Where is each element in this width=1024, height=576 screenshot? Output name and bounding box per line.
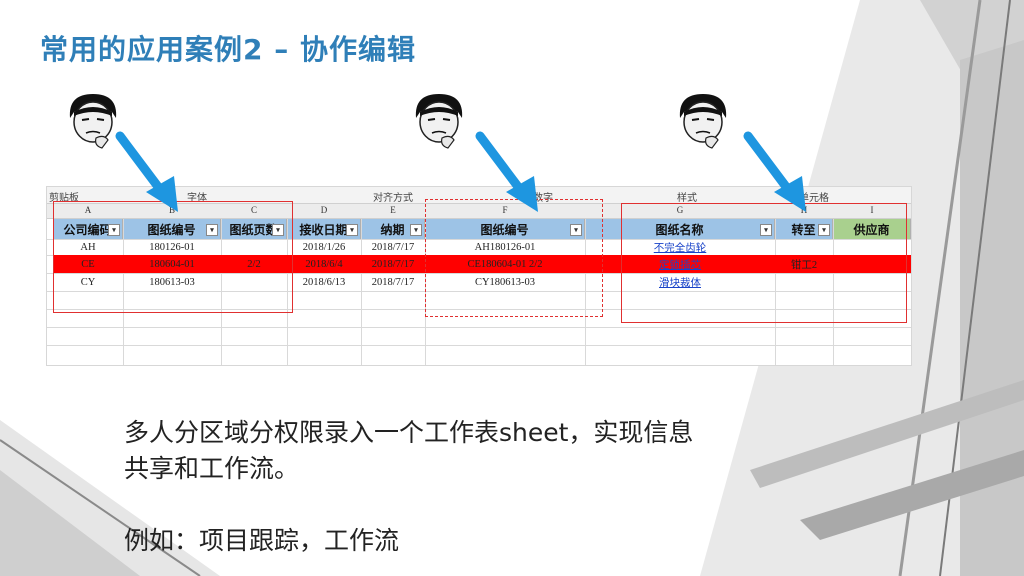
header-label: 公司编码 — [63, 222, 112, 237]
table-cell[interactable]: AH — [80, 241, 96, 253]
header-cell-company-code[interactable]: 公司编码▾ — [53, 219, 123, 239]
thinking-face-icon — [415, 94, 463, 149]
spreadsheet-screenshot: 剪贴板 字体 对齐方式 数字 样式 单元格 A B C D E F G H I … — [46, 186, 912, 366]
grid-line — [123, 219, 124, 365]
table-cell[interactable]: 2018/6/13 — [302, 276, 346, 288]
header-cell-drawing-no-2[interactable]: 图纸编号 ▾ — [425, 219, 585, 239]
grid-line — [361, 219, 362, 365]
description-line-1: 多人分区域分权限录入一个工作表sheet，实现信息 — [124, 418, 694, 447]
header-cell-transfer-to[interactable]: 转至▾ — [775, 219, 833, 239]
table-cell[interactable]: 钳工2 — [790, 259, 818, 271]
column-letter[interactable]: E — [390, 205, 396, 215]
arrow-down-right-icon — [475, 131, 538, 212]
header-label: 图纸编号 — [147, 222, 196, 237]
filter-dropdown-icon[interactable]: ▾ — [272, 224, 284, 236]
highlighted-row — [53, 255, 911, 273]
thinking-face-icon — [679, 94, 727, 149]
ribbon-cells: 单元格 — [799, 193, 829, 204]
description-line-2: 共享和工作流。 — [124, 454, 300, 483]
grid-line — [47, 291, 911, 292]
header-label: 接收日期 — [299, 222, 348, 237]
column-letter[interactable]: D — [320, 205, 328, 215]
grid-line — [47, 309, 911, 310]
permission-region-box — [621, 203, 907, 323]
grid-line — [585, 219, 586, 365]
arrow-down-right-icon — [115, 131, 178, 212]
column-letter[interactable]: F — [502, 205, 508, 215]
grid-line — [775, 219, 776, 365]
ribbon-font: 字体 — [187, 193, 207, 204]
table-cell[interactable]: 2018/6/4 — [305, 258, 343, 270]
filter-dropdown-icon[interactable]: ▾ — [818, 224, 830, 236]
ribbon-alignment: 对齐方式 — [373, 193, 413, 204]
ribbon-number: 数字 — [533, 193, 553, 204]
header-label: 图纸名称 — [655, 222, 704, 237]
table-cell[interactable]: 180604-01 — [149, 258, 195, 270]
filter-dropdown-icon[interactable]: ▾ — [346, 224, 358, 236]
table-cell[interactable]: 2018/7/17 — [371, 276, 415, 288]
header-label: 转至 — [791, 222, 816, 237]
column-letter[interactable]: I — [870, 205, 874, 215]
table-cell[interactable]: 2018/7/17 — [371, 241, 415, 253]
header-label: 图纸编号 — [480, 222, 529, 237]
thinking-face-icon — [69, 94, 117, 149]
filter-dropdown-icon[interactable]: ▾ — [410, 224, 422, 236]
column-letter[interactable]: B — [168, 205, 175, 215]
grid-line — [287, 219, 288, 365]
column-letter[interactable]: G — [676, 205, 684, 215]
table-cell[interactable]: 180126-01 — [149, 241, 195, 253]
grid-line — [47, 239, 911, 240]
filter-dropdown-icon[interactable]: ▾ — [760, 224, 772, 236]
table-cell-link[interactable]: 滑块裁体 — [659, 277, 701, 289]
header-label: 图纸页数 — [229, 222, 278, 237]
grid-line — [47, 327, 911, 328]
table-cell[interactable]: CY180613-03 — [474, 276, 536, 288]
filter-dropdown-icon[interactable]: ▾ — [570, 224, 582, 236]
arrow-down-right-icon — [743, 131, 806, 212]
example-line: 例如：项目跟踪，工作流 — [124, 526, 400, 555]
table-cell-link[interactable]: 定锁插芯 — [659, 259, 701, 271]
table-cell[interactable]: 2018/1/26 — [302, 241, 346, 253]
table-cell[interactable]: 2018/7/17 — [371, 258, 415, 270]
table-cell[interactable]: CE — [81, 258, 95, 270]
header-label: 纳期 — [380, 222, 405, 237]
filter-dropdown-icon[interactable]: ▾ — [206, 224, 218, 236]
permission-region-box — [425, 199, 603, 317]
header-cell-deadline[interactable]: 纳期 ▾ — [361, 219, 425, 239]
grid-line — [47, 273, 911, 274]
header-cell-drawing-name[interactable]: 图纸名称 ▾ — [585, 219, 775, 239]
header-cell-drawing-no[interactable]: 图纸编号 ▾ — [123, 219, 221, 239]
slide-title: 常用的应用案例2 – 协作编辑 — [40, 33, 416, 66]
ribbon-groups: 剪贴板 字体 对齐方式 数字 样式 单元格 — [47, 187, 911, 204]
column-letter[interactable]: A — [84, 205, 92, 215]
header-cell-supplier[interactable]: 供应商 — [833, 219, 911, 239]
table-cell-link[interactable]: 不完全齿轮 — [653, 242, 707, 254]
header-cell-receive-date[interactable]: 接收日期▾ — [287, 219, 361, 239]
table-cell[interactable]: CY — [80, 276, 96, 288]
header-label: 供应商 — [853, 222, 890, 237]
filter-dropdown-icon[interactable]: ▾ — [108, 224, 120, 236]
table-cell[interactable]: 2/2 — [247, 258, 261, 270]
table-cell[interactable]: CE180604-01 2/2 — [467, 258, 543, 270]
grid-line — [221, 219, 222, 365]
header-cell-pages[interactable]: 图纸页数▾ — [221, 219, 287, 239]
table-cell[interactable]: AH180126-01 — [474, 241, 536, 253]
column-letter[interactable]: C — [250, 205, 257, 215]
ribbon-styles: 样式 — [677, 193, 697, 204]
ribbon-clipboard: 剪贴板 — [49, 193, 79, 204]
table-cell[interactable]: 180613-03 — [149, 276, 195, 288]
grid-line — [833, 219, 834, 365]
grid-line — [47, 345, 911, 346]
